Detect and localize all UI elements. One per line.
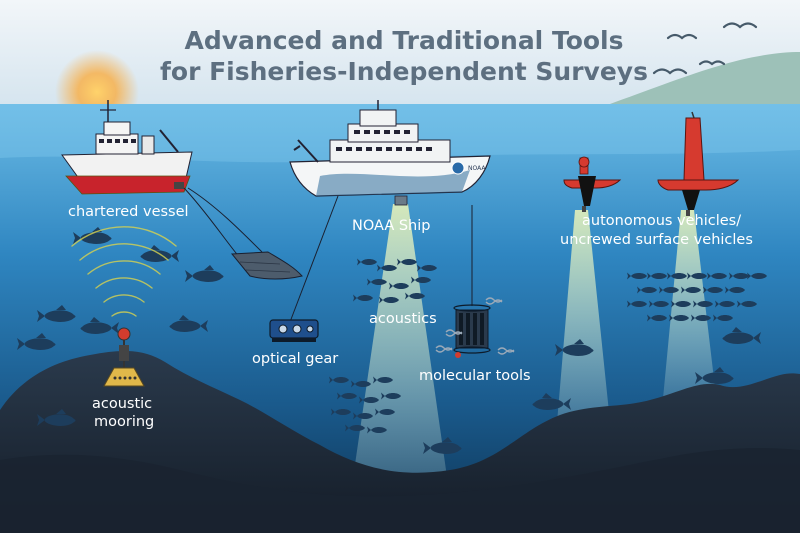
label-chartered-vessel: chartered vessel bbox=[68, 204, 189, 220]
title-line-1: Advanced and Traditional Tools bbox=[185, 26, 624, 55]
molecular-tools-rosette bbox=[453, 205, 491, 358]
label-acoustic-mooring-1: acoustic bbox=[92, 396, 152, 412]
chartered-vessel bbox=[61, 100, 193, 195]
coastal-hill bbox=[610, 52, 800, 104]
birds bbox=[652, 22, 758, 75]
label-molecular-tools: molecular tools bbox=[419, 368, 531, 384]
usv-beam-2 bbox=[660, 210, 720, 430]
label-autonomous-1: autonomous vehicles/ bbox=[582, 213, 741, 229]
label-acoustics: acoustics bbox=[369, 311, 437, 327]
seafloor-front bbox=[0, 447, 800, 533]
label-optical-gear: optical gear bbox=[252, 351, 338, 367]
dna-icons bbox=[435, 297, 515, 355]
label-noaa-ship: NOAA Ship bbox=[352, 218, 430, 234]
label-autonomous-2: uncrewed surface vehicles bbox=[560, 232, 753, 248]
ship-hull-marking: NOAA bbox=[468, 165, 486, 172]
mooring-signal-waves bbox=[71, 226, 177, 317]
acoustic-mooring bbox=[103, 327, 145, 387]
usv-1 bbox=[563, 156, 622, 212]
usv-2 bbox=[657, 111, 740, 216]
ship-acoustic-beam bbox=[345, 204, 455, 533]
label-acoustic-mooring-2: mooring bbox=[94, 414, 154, 430]
noaa-ship: NOAA bbox=[289, 100, 491, 323]
trawl-net bbox=[183, 187, 303, 280]
optical-gear bbox=[269, 319, 319, 342]
title-line-2: for Fisheries-Independent Surveys bbox=[160, 57, 648, 86]
